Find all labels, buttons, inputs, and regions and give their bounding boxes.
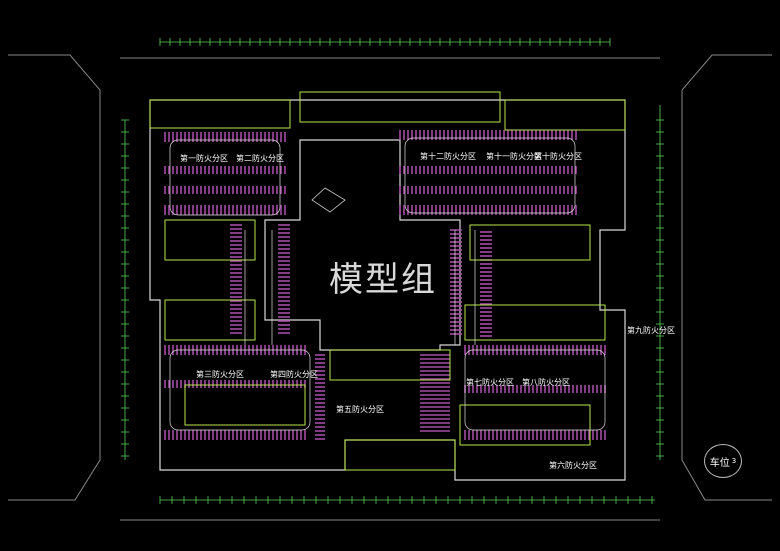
stall-row (399, 186, 577, 194)
stall-row (480, 231, 492, 337)
stall-row (399, 205, 577, 215)
zone-label-1: 第一防火分区 (180, 154, 228, 163)
stall-row (164, 380, 306, 388)
stall-row (464, 430, 606, 440)
zone-label-5: 第五防火分区 (336, 405, 384, 414)
site-outline (8, 54, 772, 521)
parking-count-badge: 车位 3 (704, 444, 742, 478)
stall-row (164, 205, 286, 215)
zone-label-3: 第三防火分区 (196, 370, 244, 379)
courtyard-feature (311, 187, 346, 213)
stall-row (164, 166, 286, 174)
zone-label-12: 第十二防火分区 (420, 152, 476, 161)
stall-row (450, 229, 462, 335)
building-outline (149, 99, 626, 481)
stall-row (230, 224, 242, 334)
stall-row (464, 385, 606, 393)
zone-label-7: 第七防火分区 (466, 378, 514, 387)
stall-row (164, 186, 286, 194)
zone-label-11: 第十一防火分区 (486, 152, 542, 161)
zone-label-2: 第二防火分区 (236, 154, 284, 163)
zone-label-8: 第八防火分区 (522, 378, 570, 387)
drive-aisles (169, 137, 606, 431)
stair-cores (149, 91, 626, 471)
stall-row (399, 130, 577, 140)
zone-label-10: 第十防火分区 (534, 152, 582, 161)
central-courtyard (264, 139, 461, 351)
watermark-text: 模型组 (329, 260, 437, 300)
stall-row (315, 354, 325, 440)
stall-row (420, 354, 450, 432)
stall-row (164, 132, 286, 142)
zone-label-9: 第九防火分区 (627, 326, 675, 335)
dimension-ticks (121, 38, 664, 504)
zone-label-4: 第四防火分区 (270, 370, 318, 379)
stall-row (164, 430, 306, 440)
dimension-lines (124, 41, 661, 501)
badge-label: 车位 (709, 457, 730, 469)
stall-row (399, 166, 577, 174)
badge-number: 3 (731, 457, 737, 465)
stall-row (278, 224, 290, 334)
zone-label-6: 第六防火分区 (549, 461, 597, 470)
parking-stall-areas (164, 130, 606, 440)
